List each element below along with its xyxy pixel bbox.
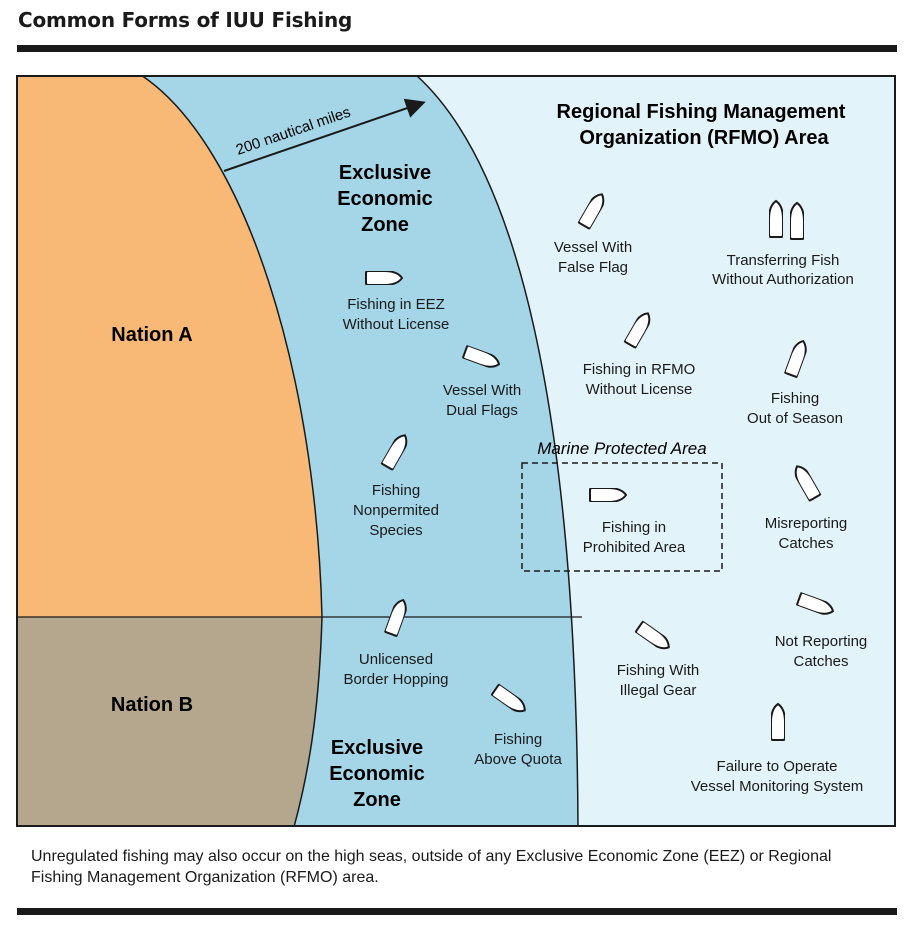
label-nonpermitted: Fishing Nonpermited Species (353, 482, 439, 539)
svg-text:Economic: Economic (337, 188, 433, 210)
svg-text:Misreporting: Misreporting (765, 515, 848, 532)
svg-text:Fishing in EEZ: Fishing in EEZ (347, 296, 445, 313)
label-vms: Failure to Operate Vessel Monitoring Sys… (691, 758, 864, 795)
label-dual-flags: Vessel With Dual Flags (443, 382, 521, 419)
svg-text:Nonpermited: Nonpermited (353, 502, 439, 519)
boat-prohibited-area (588, 488, 628, 502)
bottom-rule (17, 908, 897, 915)
svg-text:Fishing in RFMO: Fishing in RFMO (583, 361, 696, 378)
svg-text:Unlicensed: Unlicensed (359, 651, 433, 668)
footnote: Unregulated fishing may also occur on th… (31, 848, 832, 886)
svg-text:Fishing in: Fishing in (602, 519, 666, 536)
nation-a-label: Nation A (111, 324, 192, 346)
label-false-flag: Vessel With False Flag (554, 239, 632, 276)
distance-arrow (223, 98, 426, 172)
boat-transferring-1 (769, 199, 783, 239)
label-misreporting: Misreporting Catches (765, 515, 848, 552)
svg-text:Without License: Without License (586, 381, 693, 398)
label-rfmo-no-license: Fishing in RFMO Without License (583, 361, 696, 398)
label-out-of-season: Fishing Out of Season (747, 390, 843, 427)
svg-text:Species: Species (369, 522, 422, 539)
svg-text:Failure to Operate: Failure to Operate (717, 758, 838, 775)
svg-text:Prohibited Area: Prohibited Area (583, 539, 686, 556)
svg-text:Vessel With: Vessel With (443, 382, 521, 399)
nation-b-label: Nation B (111, 694, 193, 716)
svg-text:False Flag: False Flag (558, 259, 628, 276)
svg-text:Exclusive: Exclusive (331, 737, 423, 759)
svg-text:Fishing: Fishing (372, 482, 420, 499)
svg-text:Regional Fishing Management: Regional Fishing Management (557, 101, 846, 123)
top-rule (17, 45, 897, 52)
iuu-diagram: 200 nautical miles Nation A Nation B Exc… (16, 75, 896, 827)
svg-text:Without License: Without License (343, 316, 450, 333)
svg-text:Fishing: Fishing (771, 390, 819, 407)
eez-bottom-title: Exclusive Economic Zone (329, 737, 425, 811)
figure-title: Common Forms of IUU Fishing (18, 8, 353, 32)
label-prohibited-area: Fishing in Prohibited Area (583, 519, 686, 556)
label-above-quota: Fishing Above Quota (474, 731, 562, 768)
boat-vms (771, 702, 785, 742)
coastline (140, 75, 323, 827)
nation-a-land (16, 75, 322, 617)
boat-eez-no-license (364, 271, 404, 285)
eez-top-title: Exclusive Economic Zone (337, 162, 433, 236)
svg-text:Economic: Economic (329, 763, 425, 785)
marine-protected-area-box (521, 462, 723, 572)
mpa-label: Marine Protected Area (537, 439, 706, 458)
svg-text:Zone: Zone (353, 789, 401, 811)
label-border-hopping: Unlicensed Border Hopping (343, 651, 448, 688)
svg-text:Organization (RFMO) Area: Organization (RFMO) Area (579, 127, 829, 149)
svg-text:Zone: Zone (361, 214, 409, 236)
svg-text:Illegal Gear: Illegal Gear (620, 682, 697, 699)
svg-text:Without Authorization: Without Authorization (712, 271, 854, 288)
svg-text:Above Quota: Above Quota (474, 751, 562, 768)
boat-transferring-2 (790, 201, 804, 241)
label-not-reporting: Not Reporting Catches (775, 633, 868, 670)
svg-text:Catches: Catches (778, 535, 833, 552)
svg-text:Transferring Fish: Transferring Fish (727, 252, 840, 269)
svg-text:Dual Flags: Dual Flags (446, 402, 518, 419)
label-transferring: Transferring Fish Without Authorization (712, 252, 854, 288)
eez-boundary (415, 75, 579, 827)
svg-text:Catches: Catches (793, 653, 848, 670)
nation-b-land (16, 617, 322, 827)
diagram-frame (16, 75, 896, 827)
label-eez-no-license: Fishing in EEZ Without License (343, 296, 450, 333)
svg-text:Exclusive: Exclusive (339, 162, 431, 184)
label-illegal-gear: Fishing With Illegal Gear (617, 662, 700, 699)
svg-text:Not Reporting: Not Reporting (775, 633, 868, 650)
svg-text:Fishing: Fishing (494, 731, 542, 748)
rfmo-title: Regional Fishing Management Organization… (557, 101, 846, 149)
svg-text:Border Hopping: Border Hopping (343, 671, 448, 688)
svg-text:Fishing With: Fishing With (617, 662, 700, 679)
svg-text:Out of Season: Out of Season (747, 410, 843, 427)
svg-text:Vessel With: Vessel With (554, 239, 632, 256)
svg-text:Vessel Monitoring System: Vessel Monitoring System (691, 778, 864, 795)
